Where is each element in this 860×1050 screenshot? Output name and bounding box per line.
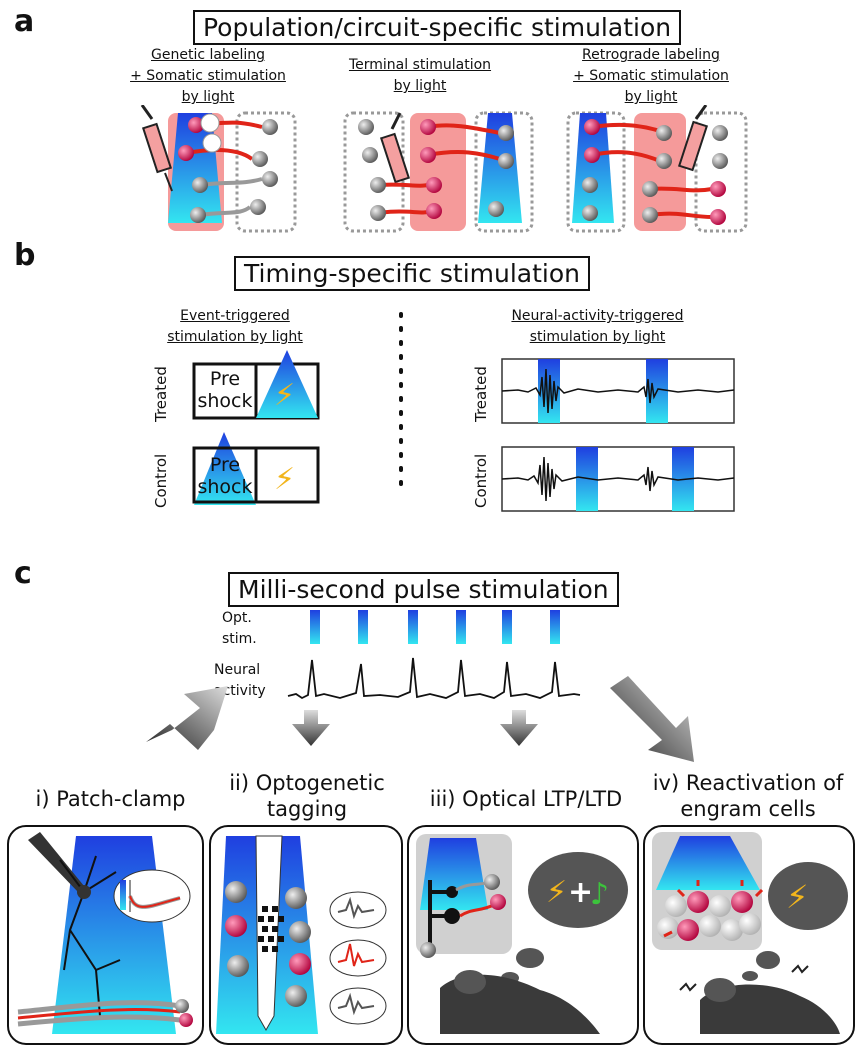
optical-ltp-ltd-illustration xyxy=(407,825,639,1045)
svg-text:⚡: ⚡ xyxy=(786,878,808,916)
lightning-icon: ⚡ xyxy=(274,378,296,413)
panel-a-diagrams xyxy=(140,105,748,233)
panel-a-col3-label: Retrograde labeling + Somatic stimulatio… xyxy=(573,47,729,105)
activity-triggered-heading: Neural-activity-triggered stimulation by… xyxy=(511,308,684,345)
treated-label-right: Treated xyxy=(472,366,490,422)
syringe-icon xyxy=(379,112,411,184)
music-note-icon: ♪ xyxy=(590,877,609,912)
treated-label-left: Treated xyxy=(152,366,170,422)
section-i-label: i) Patch-clamp xyxy=(35,787,186,811)
optrode-icon xyxy=(255,835,283,1032)
neuron-icon xyxy=(59,855,121,1017)
arrow-to-section-iii xyxy=(500,710,538,746)
arrow-to-section-i xyxy=(146,686,228,750)
section-iii-label: iii) Optical LTP/LTD xyxy=(429,787,623,811)
syringe-icon xyxy=(677,105,709,172)
terminal-stimulation-diagram xyxy=(343,111,534,233)
lightning-icon: ⚡ xyxy=(546,875,567,910)
panel-a-col1-label: Genetic labeling + Somatic stimulation b… xyxy=(130,47,286,105)
panel-a-title: Population/circuit-specific stimulation xyxy=(193,10,682,45)
mouse-icon xyxy=(700,984,840,1034)
panel-a-col2-label: Terminal stimulation by light xyxy=(348,57,492,94)
control-label-right: Control xyxy=(472,453,490,508)
pipette-icon xyxy=(28,832,84,892)
svg-text:♪: ♪ xyxy=(590,877,609,912)
pulse-train-diagram xyxy=(146,610,694,762)
event-triggered-diagram xyxy=(192,350,320,505)
patch-clamp-illustration xyxy=(7,825,204,1045)
svg-text:+: + xyxy=(568,875,593,910)
svg-text:⚡: ⚡ xyxy=(546,875,567,910)
lightning-icon: ⚡ xyxy=(274,462,296,497)
arrow-to-section-ii xyxy=(292,710,330,746)
panel-b-title: Timing-specific stimulation xyxy=(234,256,591,291)
panel-c-title: Milli-second pulse stimulation xyxy=(228,572,619,607)
optogenetic-tagging-illustration xyxy=(209,825,403,1045)
plus-icon: + xyxy=(568,875,593,910)
event-triggered-heading: Event-triggered stimulation by light xyxy=(167,308,303,345)
dotted-divider xyxy=(399,312,403,498)
activity-triggered-diagram xyxy=(501,358,735,512)
lightning-icon: ⚡ xyxy=(786,878,808,916)
panel-b-letter: b xyxy=(14,238,36,273)
genetic-labeling-diagram xyxy=(140,105,297,233)
electrode-sites xyxy=(258,906,284,952)
arrow-to-section-iv xyxy=(610,676,694,762)
control-label-left: Control xyxy=(152,453,170,508)
retrograde-labeling-diagram xyxy=(566,105,748,233)
panel-a-letter: a xyxy=(14,4,35,39)
section-illustrations: ⚡ + ♪ ⚡ xyxy=(7,825,855,1045)
engram-reactivation-illustration xyxy=(643,825,855,1045)
opt-stim-label: Opt.stim. xyxy=(222,610,257,647)
syringe-icon xyxy=(140,105,173,192)
panel-c-letter: c xyxy=(14,556,32,591)
